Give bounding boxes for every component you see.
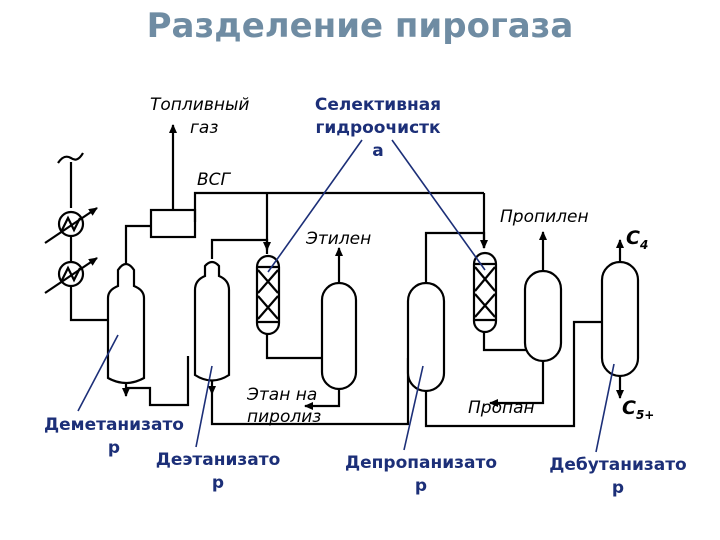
svg-text:р: р <box>612 478 624 498</box>
propane-line <box>489 361 545 407</box>
svg-text:Депропанизато: Депропанизато <box>345 453 497 473</box>
c5-plus-label: С5+ <box>622 397 654 422</box>
heat-exchanger-1 <box>44 207 98 244</box>
vsg-header <box>193 191 484 222</box>
reactor-1-outlet <box>265 334 324 360</box>
depropanizer-bottoms <box>424 320 602 428</box>
svg-text:р: р <box>212 473 224 493</box>
depropanizer-column <box>406 281 446 402</box>
svg-text:Дебутанизато: Дебутанизато <box>549 455 687 475</box>
ethane-label-line2: пиролиз <box>247 407 321 427</box>
c4-label: С4 <box>626 227 648 252</box>
page-title: Разделение пирогаза <box>146 6 574 46</box>
selective-hydrotreating-callout: Селективная гидроочистк а <box>267 95 486 273</box>
svg-text:Селективная: Селективная <box>315 95 441 115</box>
ethane-recycle-line <box>304 389 341 410</box>
demethanizer-callout: Деметанизато р <box>44 334 184 458</box>
reactor-2-outlet <box>482 332 527 352</box>
ethylene-splitter-column <box>320 247 358 391</box>
separator-drum <box>149 208 197 239</box>
deethanizer-bottoms <box>210 358 410 426</box>
ethane-label-line1: Этан на <box>246 385 317 405</box>
feed-inlet-symbol <box>57 152 84 208</box>
feed-pipe-3 <box>69 286 108 322</box>
debutanizer-column <box>600 239 640 399</box>
svg-text:Деэтанизато: Деэтанизато <box>156 450 281 470</box>
depropanizer-callout: Депропанизато р <box>345 365 497 496</box>
hydrotreater-reactor-1 <box>255 254 281 336</box>
svg-text:р: р <box>415 476 427 496</box>
svg-text:а: а <box>372 141 383 161</box>
propylene-splitter-column <box>523 231 563 363</box>
demethanizer-column <box>106 262 146 397</box>
propane-label: Пропан <box>468 398 535 418</box>
demethanizer-overhead <box>124 224 151 263</box>
deethanizer-overhead <box>210 238 269 259</box>
svg-text:р: р <box>108 438 120 458</box>
demethanizer-bottoms <box>126 356 190 407</box>
deethanizer-callout: Деэтанизато р <box>156 365 281 493</box>
vsg-label: ВСГ <box>197 170 232 190</box>
svg-text:Деметанизато: Деметанизато <box>44 415 184 435</box>
ethylene-label: Этилен <box>305 229 371 249</box>
propylene-label: Пропилен <box>500 207 589 227</box>
deethanizer-column <box>193 260 231 395</box>
hydrotreater-reactor-2 <box>472 251 498 334</box>
fuel-gas-label-line1: Топливный <box>150 95 249 115</box>
svg-text:гидроочистк: гидроочистк <box>315 118 441 138</box>
fuel-gas-label-line2: газ <box>190 118 218 138</box>
debutanizer-callout: Дебутанизато р <box>549 363 687 498</box>
